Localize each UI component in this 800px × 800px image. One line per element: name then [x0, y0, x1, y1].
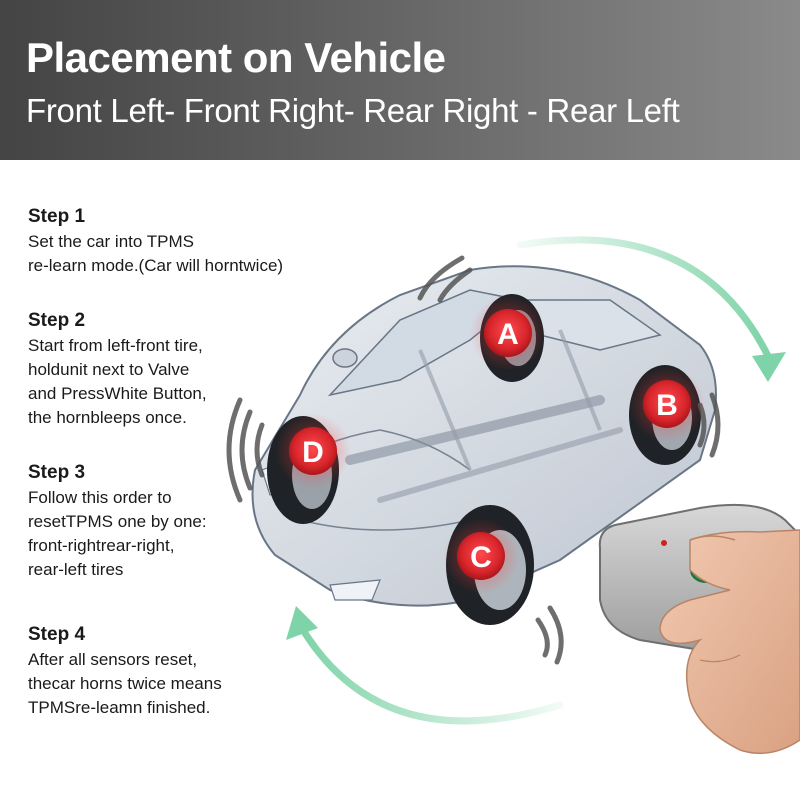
step-4: Step 4 After all sensors reset, thecar h…: [28, 623, 328, 720]
wheel-badge-d: D: [275, 413, 351, 489]
page-subtitle: Front Left- Front Right- Rear Right - Re…: [26, 92, 680, 129]
wheel-badge-c-letter: C: [470, 541, 492, 574]
step-title: Step 4: [28, 624, 86, 645]
step-title: Step 2: [28, 310, 86, 331]
step-title: Step 1: [28, 206, 86, 227]
wheel-badge-b-letter: B: [656, 389, 678, 422]
car-body: [251, 265, 717, 607]
wheel-badge-b: B: [629, 366, 705, 442]
hand-image: [659, 529, 800, 755]
step-line: rear-left tires: [28, 560, 124, 579]
wheel-badge-c: C: [443, 518, 519, 594]
step-line: Set the car into TPMS: [28, 232, 194, 251]
step-line: re-learn mode.(Car will horntwice): [28, 256, 284, 275]
signal-waves-c: [535, 605, 564, 665]
rotation-arrow-bottom: [286, 606, 564, 725]
step-line: the hornbleeps once.: [28, 408, 187, 427]
wheel-badge-d-letter: D: [302, 436, 324, 469]
rotation-arrow-top: [516, 236, 786, 382]
signal-waves-a: [417, 255, 473, 303]
step-line: Start from left-front tire,: [28, 336, 203, 355]
step-line: After all sensors reset,: [28, 650, 198, 669]
step-line: and PressWhite Button,: [28, 384, 207, 403]
step-line: TPMSre-leamn finished.: [28, 698, 211, 717]
page-title: Placement on Vehicle: [26, 34, 446, 81]
step-1: Step 1 Set the car into TPMS re-learn mo…: [28, 205, 328, 278]
step-line: resetTPMS one by one:: [28, 512, 207, 531]
step-line: holdunit next to Valve: [28, 360, 190, 379]
step-3: Step 3 Follow this order to resetTPMS on…: [28, 461, 328, 582]
step-line: Follow this order to: [28, 488, 172, 507]
step-title: Step 3: [28, 462, 86, 483]
header-banner: Placement on Vehicle Front Left- Front R…: [0, 0, 800, 160]
wheel-badge-a: A: [470, 295, 546, 371]
step-2: Step 2 Start from left-front tire, holdu…: [28, 309, 328, 430]
signal-waves-d: [226, 397, 265, 503]
step-line: thecar horns twice means: [28, 674, 222, 693]
step-line: front-rightrear-right,: [28, 536, 175, 555]
wheel-badge-a-letter: A: [497, 318, 519, 351]
